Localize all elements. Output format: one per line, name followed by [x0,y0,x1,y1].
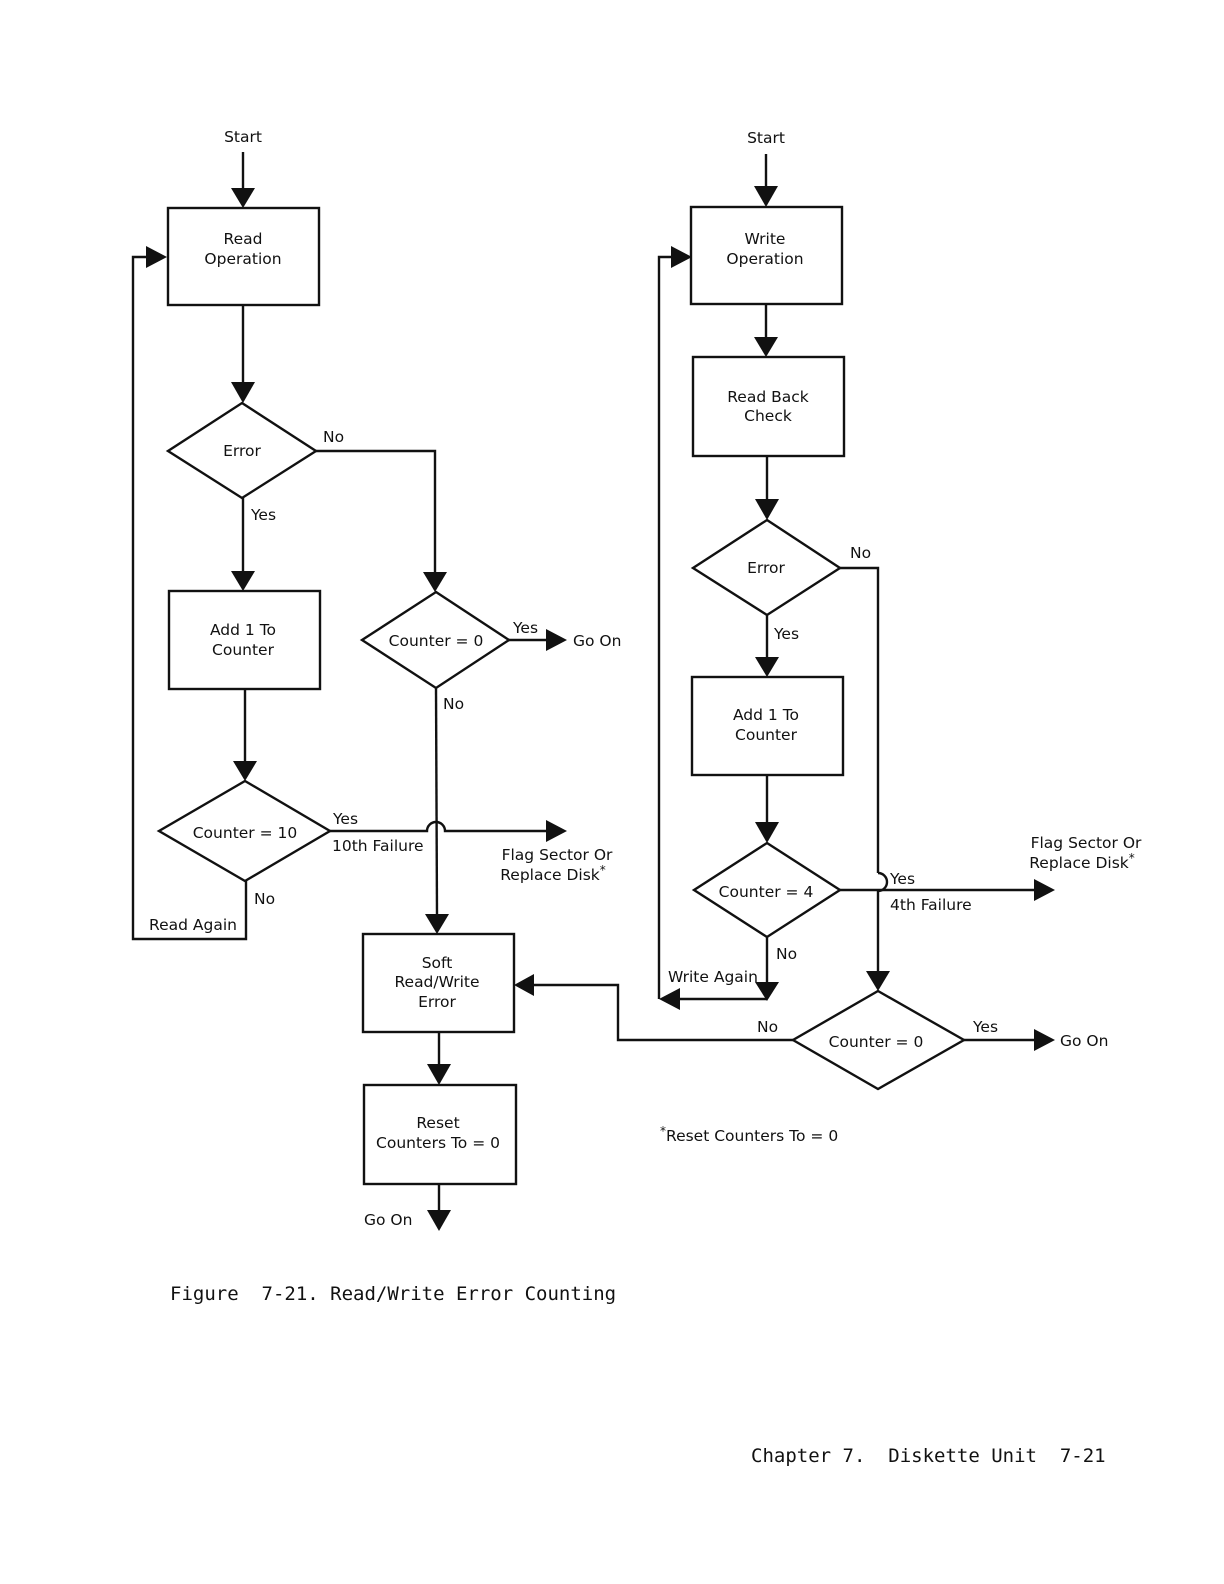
read-tenth-failure-label: 10th Failure [332,837,424,855]
write-error-label: Error [747,559,785,577]
write-counter4-yes-label: Yes [889,870,915,888]
reset-go-on-label: Go On [364,1211,412,1229]
write-counter4-no-label: No [776,945,797,963]
read-add-counter-label-1: Add 1 To [210,621,276,639]
read-operation-label-1: Read [224,230,263,248]
read-add-counter-box [167,589,322,691]
write-error-no-label: No [850,544,871,562]
write-operation-label-1: Write [745,230,786,248]
soft-error-label-1: Soft [422,954,453,972]
read-error-yes-label: Yes [250,506,276,524]
read-counter10-no-label: No [254,890,275,908]
write-counter0-label: Counter = 0 [829,1033,924,1051]
write-fourth-failure-label: 4th Failure [890,896,972,914]
write-counter0-yes-label: Yes [972,1018,998,1036]
read-flag-label-1: Flag Sector Or [502,846,613,864]
read-back-check-label-2: Check [744,407,792,425]
write-add-counter-label-2: Counter [735,726,798,744]
read-counter10-yes-label: Yes [332,810,358,828]
reset-label-1: Reset [416,1114,459,1132]
read-start-label: Start [224,128,262,146]
write-go-on-label: Go On [1060,1032,1108,1050]
read-back-check-box [691,355,846,458]
write-flag-label-1: Flag Sector Or [1031,834,1142,852]
write-counter0-decision [790,989,967,1091]
write-add-counter-label-1: Add 1 To [733,706,799,724]
write-error-yes-label: Yes [773,625,799,643]
read-counter0-yes-label: Yes [512,619,538,637]
read-flag-label-2: Replace Disk* [500,863,606,884]
write-operation-box [689,205,844,306]
write-counter4-label: Counter = 4 [719,883,814,901]
write-again-label: Write Again [668,968,758,986]
read-error-no-label: No [323,428,344,446]
read-counter10-label: Counter = 10 [193,824,298,842]
write-start-label: Start [747,129,785,147]
page-footer: Chapter 7. Diskette Unit 7-21 [751,1445,1106,1467]
read-error-label: Error [223,442,261,460]
read-counter0-no-label: No [443,695,464,713]
write-flag-label-2: Replace Disk* [1029,851,1135,872]
read-back-check-label-1: Read Back [727,388,809,406]
read-operation-label-2: Operation [204,250,281,268]
read-counter0-go-on-label: Go On [573,632,621,650]
read-add-counter-label-2: Counter [212,641,275,659]
soft-error-label-3: Error [418,993,456,1011]
footnote: *Reset Counters To = 0 [660,1124,838,1145]
reset-label-2: Counters To = 0 [376,1134,500,1152]
write-operation-label-2: Operation [726,250,803,268]
figure-caption: Figure 7-21. Read/Write Error Counting [170,1283,616,1305]
soft-error-label-2: Read/Write [394,973,479,991]
read-again-label: Read Again [149,916,237,934]
read-counter0-label: Counter = 0 [389,632,484,650]
write-counter0-no-label: No [757,1018,778,1036]
soft-error-box [361,932,516,1034]
